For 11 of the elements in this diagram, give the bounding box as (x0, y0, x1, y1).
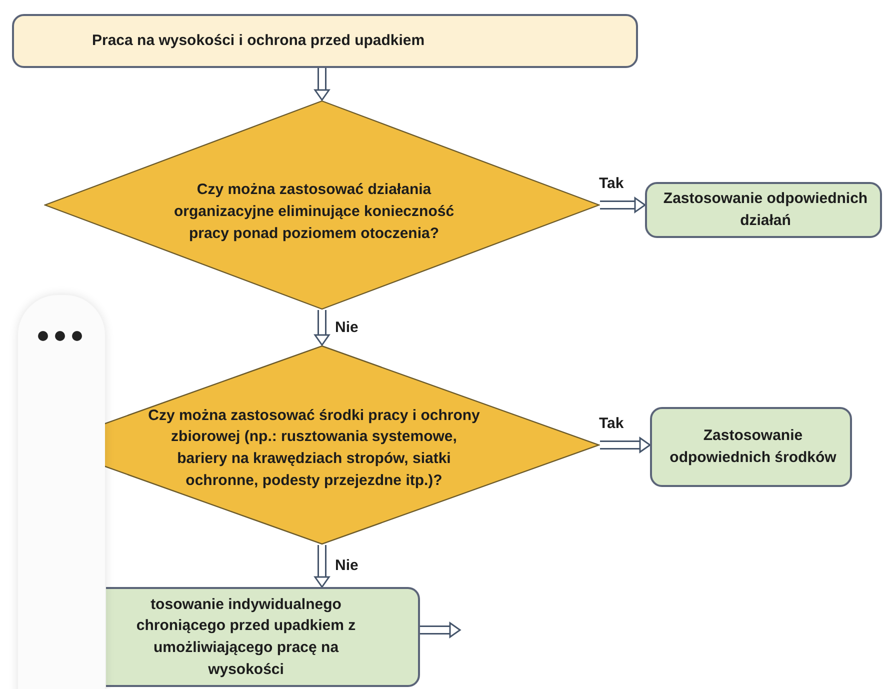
result-box (650, 407, 852, 487)
start-box (12, 14, 638, 68)
result-box (106, 587, 420, 687)
result-box (645, 182, 882, 238)
node-text: Zastosowanie odpowiednich środków (668, 426, 838, 468)
edge-label: Nie (334, 318, 360, 336)
node-text: Zastosowanie odpowiednich działań (662, 189, 869, 231)
question-text: Czy można zastosować środki pracy i ochrony zbiorowej (np.: rusztowania systemowe, bariery na krawędziach stropów, siatki ochronne, podesty przejezdne itp.)? (147, 406, 481, 491)
node-text: tosowanie indywidualnego chroniącego przed upadkiem z umożliwiającego pracę na wysokości (135, 594, 357, 680)
node-text: Praca na wysokości i ochrona przed upadkiem (92, 31, 426, 52)
question-text: Czy można zastosować działania organizacyjne eliminujące konieczność pracy ponad poziomem otoczenia? (172, 180, 456, 244)
